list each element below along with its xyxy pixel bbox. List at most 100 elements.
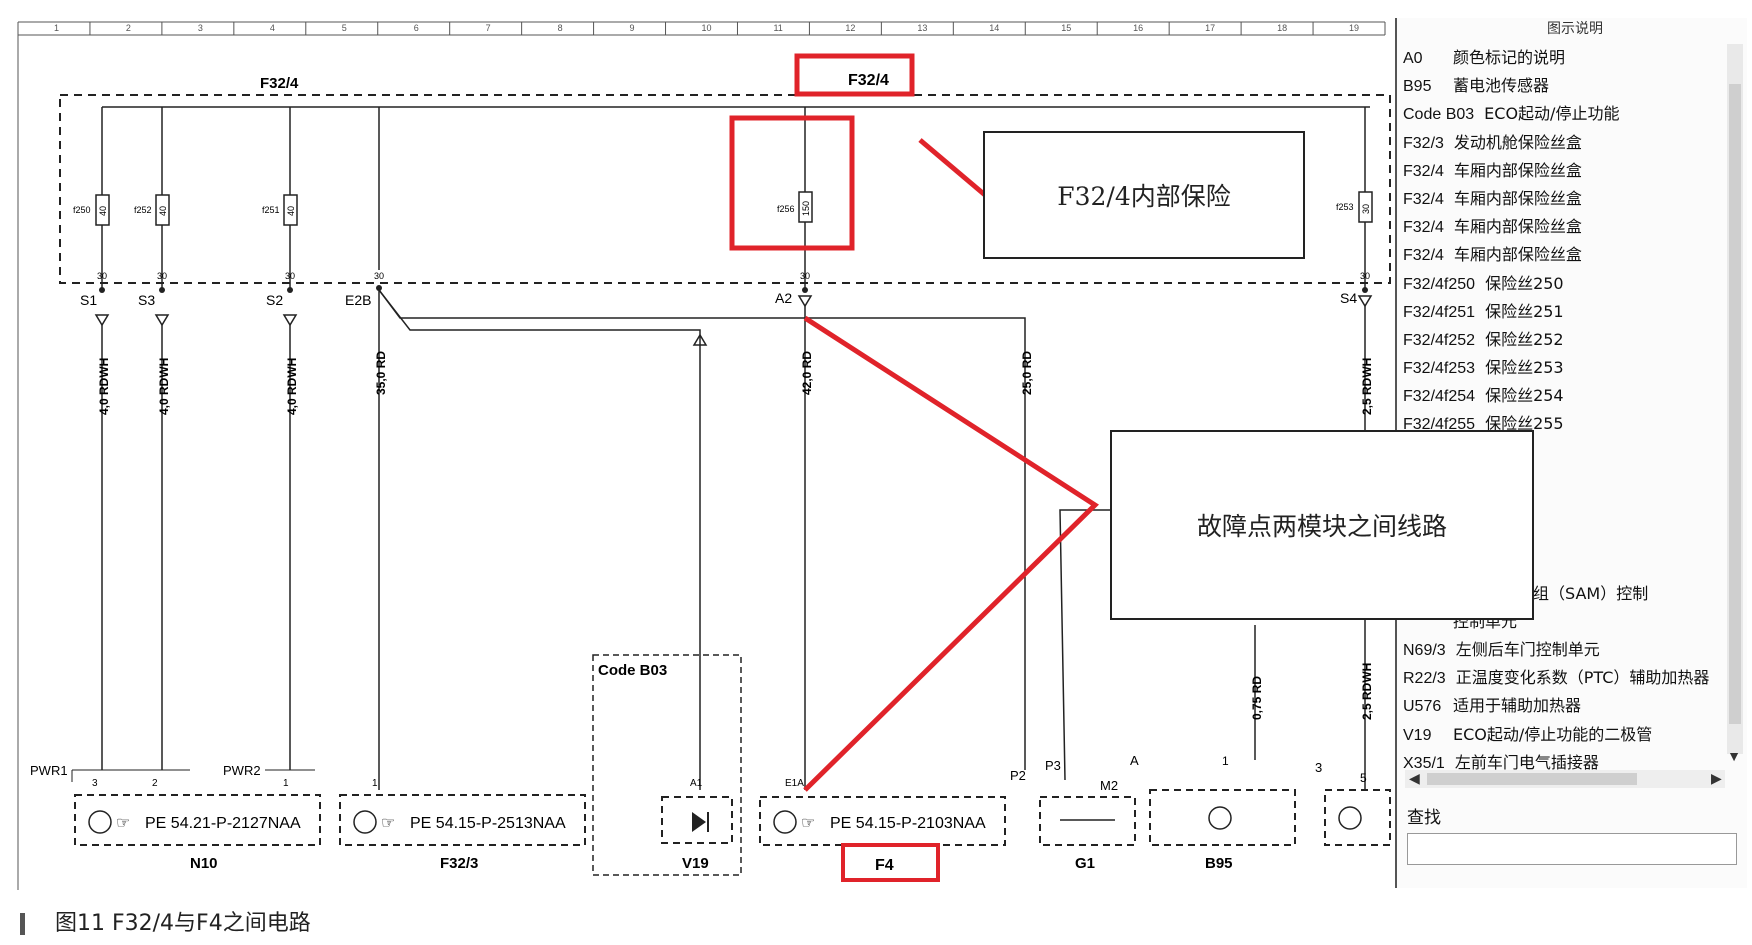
module-f32-3[interactable]: ☞ PE 54.15-P-2513NAA F32/3	[339, 794, 586, 872]
legend-item-code: X35/1	[1403, 754, 1445, 772]
caption-text: 图11 F32/4与F4之间电路	[55, 911, 311, 936]
legend-item-desc: 正温度变化系数（PTC）辅助加热器	[1455, 668, 1710, 688]
module-f4-label: F4	[875, 857, 894, 874]
svg-text:4,0 RDWH: 4,0 RDWH	[97, 358, 111, 415]
svg-text:S2: S2	[266, 292, 283, 308]
svg-text:S3: S3	[138, 292, 155, 308]
svg-text:30: 30	[800, 271, 810, 281]
module-n10-label: N10	[190, 855, 218, 872]
module-n10-code: PE 54.21-P-2127NAA	[145, 815, 301, 832]
ruler-number: 4	[270, 23, 275, 33]
legend-item[interactable]: V19 ECO起动/停止功能的二极管	[1403, 721, 1703, 749]
legend-item-code: F32/4f250	[1403, 275, 1476, 293]
svg-text:S4: S4	[1340, 290, 1357, 306]
module-f4[interactable]: ☞ PE 54.15-P-2103NAA	[759, 796, 1006, 846]
fuse-highlight-frame	[729, 115, 855, 251]
figure-caption: 图11 F32/4与F4之间电路	[20, 905, 311, 937]
caption-bar	[20, 913, 25, 935]
legend-item-code: Code B03	[1403, 106, 1475, 124]
svg-text:1: 1	[372, 778, 378, 789]
module-n10[interactable]: ☞ PE 54.21-P-2127NAA N10	[74, 794, 321, 872]
scroll-left-icon[interactable]: ◀	[1409, 770, 1420, 786]
legend-item-code: N69/3	[1403, 641, 1446, 659]
legend-item[interactable]: F32/4 车厢内部保险丝盒	[1403, 213, 1703, 241]
legend-item-desc: 发动机舱保险丝盒	[1453, 132, 1582, 152]
svg-text:A2: A2	[775, 290, 792, 306]
module-f4-code: PE 54.15-P-2103NAA	[830, 815, 986, 832]
wire-labels: 4,0 RDWH 4,0 RDWH 4,0 RDWH 35,0 RD 42,0 …	[97, 351, 1374, 720]
svg-text:M2: M2	[1100, 778, 1118, 793]
horizontal-scrollbar[interactable]	[1405, 770, 1725, 788]
ruler-number: 3	[198, 23, 203, 33]
ruler-number: 18	[1277, 23, 1287, 33]
top-ruler	[18, 21, 1385, 36]
module-v19-label: V19	[682, 855, 709, 872]
svg-text:0,75 RD: 0,75 RD	[1250, 676, 1264, 720]
scroll-down-icon[interactable]: ▼	[1727, 748, 1741, 764]
svg-text:4,0 RDWH: 4,0 RDWH	[285, 358, 299, 415]
legend-item-desc: 适用于辅助加热器	[1453, 696, 1582, 716]
svg-text:2,5 RDWH: 2,5 RDWH	[1360, 663, 1374, 720]
vertical-scrollbar[interactable]	[1727, 44, 1743, 754]
svg-text:5: 5	[1360, 771, 1367, 785]
legend-item-desc: 车厢内部保险丝盒	[1453, 245, 1582, 265]
legend-item-code: F32/4f255	[1403, 416, 1476, 434]
ruler-number: 5	[342, 23, 347, 33]
svg-text:A: A	[1130, 753, 1139, 768]
code-b03-label: Code B03	[598, 662, 667, 679]
legend-item-code: F32/4f252	[1403, 331, 1476, 349]
legend-item[interactable]: F32/4 车厢内部保险丝盒	[1403, 241, 1703, 269]
legend-item-code: F32/4f251	[1403, 303, 1476, 321]
module-b95[interactable]: A 1 B95	[1130, 753, 1296, 872]
svg-text:30: 30	[374, 271, 384, 281]
ruler-number: 7	[486, 23, 491, 33]
ruler-number: 9	[630, 23, 635, 33]
code-b03-box	[592, 654, 742, 876]
ruler-number: 16	[1133, 23, 1143, 33]
svg-text:40: 40	[98, 206, 108, 216]
horizontal-scroll-thumb[interactable]	[1427, 773, 1637, 785]
svg-text:f253: f253	[1336, 202, 1354, 212]
vertical-scroll-thumb[interactable]	[1729, 84, 1741, 724]
legend-item-desc: 车厢内部保险丝盒	[1453, 217, 1582, 237]
module-b95-label: B95	[1205, 855, 1233, 872]
ruler-number: 12	[845, 23, 855, 33]
legend-item-code: F32/4	[1403, 190, 1444, 208]
svg-text:S1: S1	[80, 292, 97, 308]
legend-item-code: F32/4	[1403, 219, 1444, 237]
search-input[interactable]	[1407, 833, 1737, 865]
svg-text:30: 30	[157, 271, 167, 281]
svg-text:☞: ☞	[381, 815, 395, 832]
svg-text:30: 30	[1360, 271, 1370, 281]
legend-item-desc: ECO起动/停止功能的二极管	[1453, 724, 1653, 744]
fuse-note-text: F32/4内部保险	[1057, 182, 1231, 211]
ruler-number: 14	[989, 23, 999, 33]
ruler-number: 13	[917, 23, 927, 33]
legend-item[interactable]: N69/3 左侧后车门控制单元	[1403, 636, 1703, 664]
legend-item-code: F32/4	[1403, 247, 1444, 265]
fuse-note-callout: F32/4内部保险	[983, 131, 1305, 259]
module-v19[interactable]: V19	[661, 796, 733, 872]
pin-30-labels: 30 30 30 30 30 30	[97, 271, 1370, 281]
scroll-right-icon[interactable]: ▶	[1711, 770, 1722, 786]
legend-item-desc: 左侧后车门控制单元	[1455, 639, 1600, 659]
module-edge[interactable]: 3 5	[1315, 760, 1391, 846]
fuse-f253: 30 f253	[1336, 191, 1373, 223]
legend-item-code: V19	[1403, 726, 1432, 744]
module-g1[interactable]: P2 P3 M2 G1	[1010, 758, 1136, 872]
